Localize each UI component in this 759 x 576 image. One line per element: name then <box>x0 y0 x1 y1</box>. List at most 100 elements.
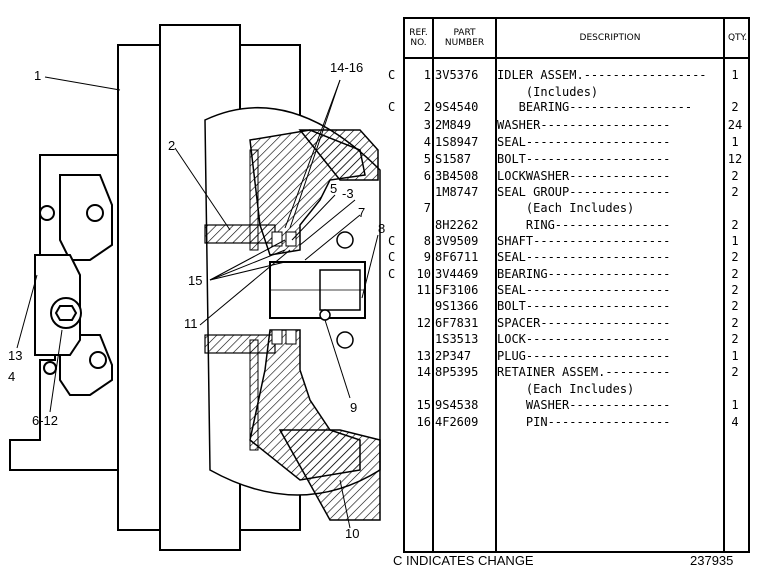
description: WASHER------------------ <box>497 118 671 132</box>
description: RETAINER ASSEM.--------- <box>497 365 671 379</box>
quantity: 2 <box>731 250 739 264</box>
description: IDLER ASSEM.----------------- <box>497 68 707 82</box>
description: SHAFT------------------- <box>497 234 671 248</box>
ref-number: 8 <box>423 234 431 248</box>
callout-13: 13 <box>8 348 22 363</box>
idler-assembly-drawing: 1 2 14-16 5 -3 7 8 15 11 9 10 13 4 6-12 <box>8 24 385 551</box>
part-number: 8H2262 <box>435 218 479 232</box>
description: SEAL-------------------- <box>497 135 671 149</box>
ref-number: 14 <box>416 365 431 379</box>
quantity: 2 <box>731 299 739 313</box>
table-row: 7 (Each Includes) <box>405 200 748 216</box>
ref-number: 6 <box>423 169 431 183</box>
change-mark: C <box>388 267 396 281</box>
table-row: 9S1366 BOLT-------------------- 2 <box>405 298 748 314</box>
document-number: 237935 <box>690 553 734 568</box>
ref-number: 1 <box>423 68 431 82</box>
callout-8: 8 <box>378 221 385 236</box>
ref-number: 16 <box>416 415 431 429</box>
quantity: 24 <box>727 118 743 132</box>
header-part-number: PART NUMBER <box>444 28 485 48</box>
quantity: 2 <box>731 218 739 232</box>
description: (Includes) <box>497 85 599 99</box>
quantity: 2 <box>731 332 739 346</box>
part-number: 2M849 <box>435 118 472 132</box>
ref-number: 2 <box>423 100 431 114</box>
table-row: 1M8747 SEAL GROUP-------------- 2 <box>405 184 748 200</box>
ref-number: 9 <box>423 250 431 264</box>
header-description: DESCRIPTION <box>579 33 641 43</box>
quantity: 1 <box>731 68 739 82</box>
part-number: 9S1366 <box>435 299 479 313</box>
part-number: 6F7831 <box>435 316 479 330</box>
part-number: 1M8747 <box>435 185 479 199</box>
part-number: 8P5395 <box>435 365 479 379</box>
description: SEAL GROUP-------------- <box>497 185 671 199</box>
description: BEARING----------------- <box>497 267 671 281</box>
quantity: 1 <box>731 135 739 149</box>
part-number: S1587 <box>435 152 472 166</box>
part-number: 3V9509 <box>435 234 479 248</box>
part-number: 5F3106 <box>435 283 479 297</box>
parts-table: REF. NO. PART NUMBER DESCRIPTION QTY. C 1… <box>388 17 750 553</box>
cutaway-section <box>204 107 381 521</box>
description: BOLT-------------------- <box>497 299 671 313</box>
table-row: (Each Includes) <box>405 381 748 397</box>
description: (Each Includes) <box>497 201 635 215</box>
description: (Each Includes) <box>497 382 635 396</box>
description: PIN----------------- <box>497 415 671 429</box>
quantity: 2 <box>731 283 739 297</box>
callout-10: 10 <box>345 526 359 541</box>
quantity: 1 <box>731 349 739 363</box>
ref-number: 13 <box>416 349 431 363</box>
part-number: 1S8947 <box>435 135 479 149</box>
part-number: 8F6711 <box>435 250 479 264</box>
quantity: 2 <box>731 185 739 199</box>
quantity: 12 <box>727 152 743 166</box>
quantity: 2 <box>731 267 739 281</box>
change-note: C INDICATES CHANGE <box>393 553 534 568</box>
part-number: 3V4469 <box>435 267 479 281</box>
description: BEARING----------------- <box>497 100 693 114</box>
change-mark: C <box>388 234 396 248</box>
table-row: (Includes) <box>405 84 748 100</box>
callout-7: 7 <box>358 205 365 220</box>
quantity: 2 <box>731 169 739 183</box>
quantity: 4 <box>731 415 739 429</box>
table-row: C 10 3V4469 BEARING----------------- 2 <box>388 266 748 282</box>
ref-number: 5 <box>423 152 431 166</box>
table-header: REF. NO. PART NUMBER DESCRIPTION QTY. <box>405 19 748 59</box>
callout-11: 11 <box>184 316 198 331</box>
column-divider <box>723 19 725 551</box>
ref-number: 10 <box>416 267 431 281</box>
ref-number: 4 <box>423 135 431 149</box>
callout-6-12: 6-12 <box>32 413 58 428</box>
part-number: 3V5376 <box>435 68 479 82</box>
callout-14-16: 14-16 <box>330 60 363 75</box>
part-number: 3B4508 <box>435 169 479 183</box>
ref-number: 11 <box>416 283 431 297</box>
description: PLUG-------------------- <box>497 349 671 363</box>
description: SPACER------------------ <box>497 316 671 330</box>
change-mark: C <box>388 250 396 264</box>
quantity: 2 <box>731 316 739 330</box>
description: RING---------------- <box>497 218 671 232</box>
part-number: 9S4538 <box>435 398 479 412</box>
column-divider <box>495 19 497 551</box>
description: SEAL-------------------- <box>497 250 671 264</box>
mounting-bracket <box>9 154 119 471</box>
change-mark: C <box>388 100 396 114</box>
